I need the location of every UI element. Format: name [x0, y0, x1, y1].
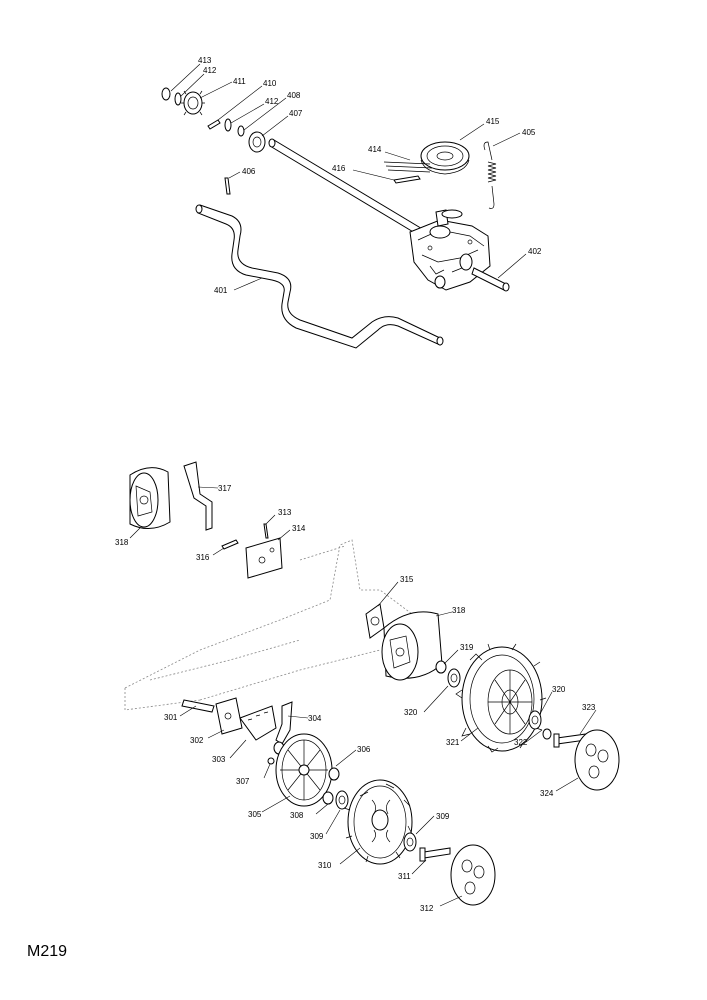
label-317: 317 [218, 484, 232, 493]
part-304-handle [275, 701, 293, 745]
label-410: 410 [263, 79, 277, 88]
label-415: 415 [486, 117, 500, 126]
part-412-washer-b [224, 118, 232, 132]
part-305-cover [275, 733, 333, 807]
label-408: 408 [287, 91, 301, 100]
label-405: 405 [522, 128, 536, 137]
label-407: 407 [289, 109, 303, 118]
part-313-screw [263, 523, 269, 539]
part-303-lever [239, 705, 277, 741]
label-307: 307 [236, 777, 250, 786]
label-411: 411 [233, 77, 246, 86]
part-307-nut [267, 757, 275, 765]
part-413-ring [161, 87, 171, 101]
part-310-wheel [343, 779, 413, 865]
part-302-plate [215, 697, 243, 735]
part-402-axle [471, 267, 507, 291]
part-301-axle [181, 699, 215, 713]
wheel-assembly [124, 461, 620, 907]
part-412-washer [174, 92, 182, 106]
label-309-b: 309 [436, 812, 450, 821]
label-319: 319 [460, 643, 474, 652]
label-302: 302 [190, 736, 204, 745]
part-306-washer [328, 767, 340, 781]
label-308: 308 [290, 811, 304, 820]
part-309-gear-a [335, 790, 349, 810]
label-406: 406 [242, 167, 256, 176]
label-413: 413 [198, 56, 212, 65]
label-318: 318 [115, 538, 129, 547]
part-312-hubcap [450, 844, 496, 906]
label-314: 314 [292, 524, 306, 533]
gearbox [409, 209, 491, 291]
label-322: 322 [514, 738, 528, 747]
part-415-pulley [420, 141, 470, 175]
part-320-gear-a [447, 668, 461, 688]
drive-shaft [269, 139, 425, 237]
part-317-bracket [183, 461, 213, 531]
part-407-bearing [248, 131, 266, 153]
label-305: 305 [248, 810, 262, 819]
part-416-key [393, 175, 421, 184]
part-320-gear-b [528, 710, 542, 730]
label-303: 303 [212, 755, 226, 764]
label-321: 321 [446, 738, 460, 747]
label-412-b: 412 [265, 97, 279, 106]
label-309: 309 [310, 832, 324, 841]
part-411-gear [181, 90, 205, 116]
label-323: 323 [582, 703, 596, 712]
part-405-spring [483, 141, 497, 209]
part-308-washer [322, 791, 334, 805]
label-312: 312 [420, 904, 434, 913]
label-401: 401 [214, 286, 228, 295]
label-301: 301 [164, 713, 178, 722]
page-code: M219 [27, 943, 68, 960]
label-313: 313 [278, 508, 292, 517]
part-309-gear-b [403, 832, 417, 852]
part-324-hubcap [574, 729, 620, 791]
part-408-ring [237, 125, 245, 137]
part-406-pin [224, 177, 231, 195]
label-416: 416 [332, 164, 346, 173]
part-414-belt [383, 161, 433, 173]
label-311: 311 [398, 872, 411, 881]
label-320: 320 [404, 708, 418, 717]
label-414: 414 [368, 145, 382, 154]
part-315-bracket [365, 603, 385, 639]
label-320-b: 320 [552, 685, 566, 694]
part-321-wheel [455, 643, 547, 753]
label-316: 316 [196, 553, 210, 562]
drive-assembly [161, 63, 527, 349]
label-402: 402 [528, 247, 542, 256]
label-315: 315 [400, 575, 414, 584]
label-304: 304 [308, 714, 322, 723]
part-311-bolt [423, 847, 451, 859]
deck-outline [124, 539, 421, 711]
part-319-washer [435, 660, 447, 674]
label-306: 306 [357, 745, 371, 754]
label-324: 324 [540, 789, 554, 798]
part-318-cover-a [129, 467, 171, 529]
label-310: 310 [318, 861, 332, 870]
part-410-key [207, 119, 221, 130]
part-318-cover-b [381, 611, 443, 681]
label-318-b: 318 [452, 606, 466, 615]
label-412: 412 [203, 66, 217, 75]
part-322-washer [542, 728, 552, 740]
part-316-screw [221, 539, 239, 550]
